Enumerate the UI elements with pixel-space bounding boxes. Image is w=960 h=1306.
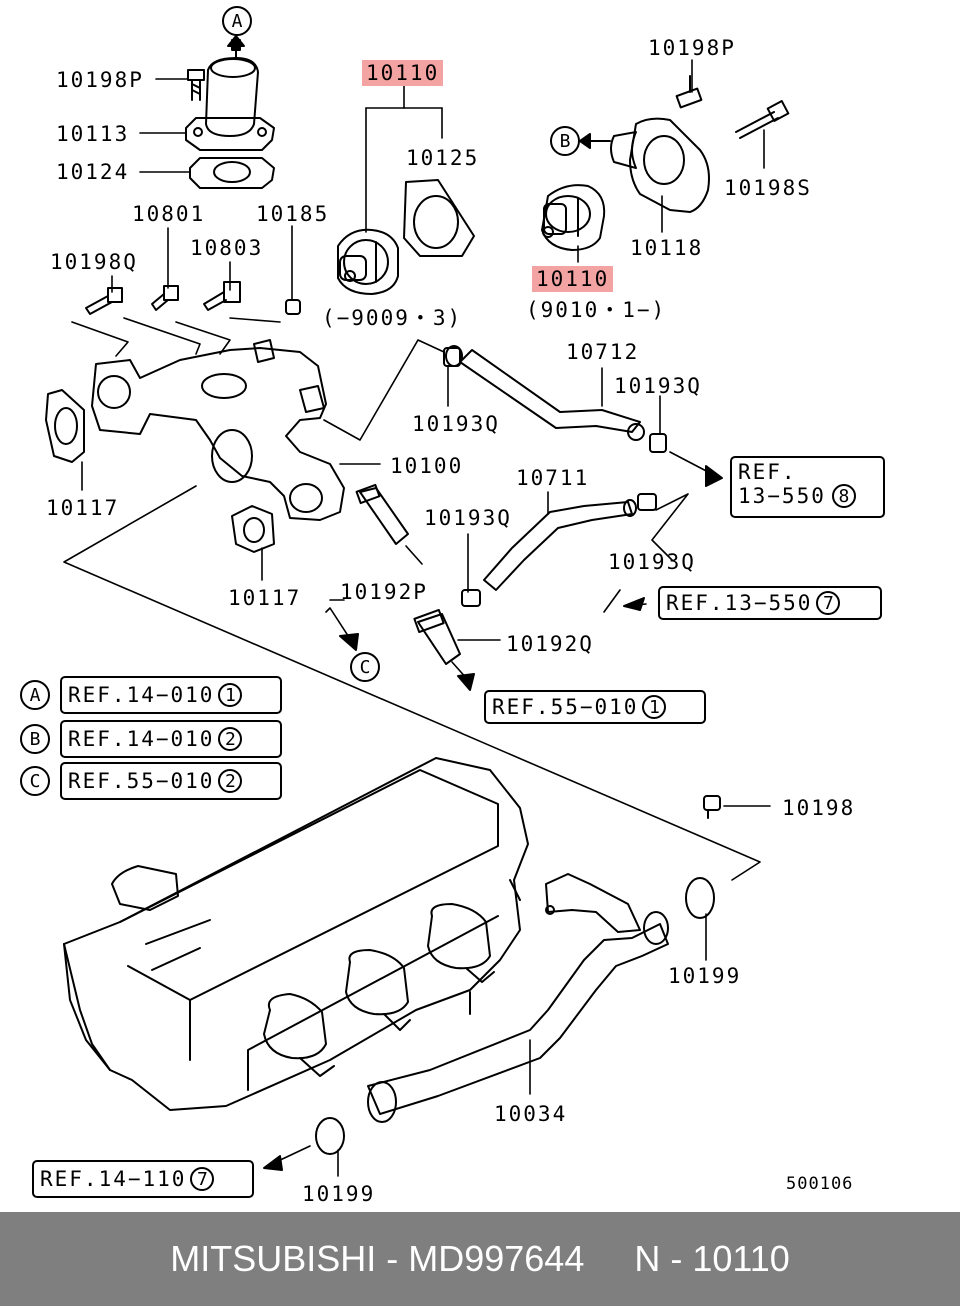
callout-C: C xyxy=(350,652,380,682)
label-10110-top: 10110 xyxy=(362,60,444,86)
cylinder-head xyxy=(63,757,529,1111)
water-manifold-10100 xyxy=(91,339,345,521)
thermostat-left xyxy=(337,228,399,295)
plug-10185 xyxy=(285,299,301,315)
callout-B: B xyxy=(550,126,580,156)
ref-55-010-1-text: REF.55−010 xyxy=(492,695,639,719)
ref-13-550-8-num: 8 xyxy=(831,484,856,508)
ref-55-010-1-num: 1 xyxy=(642,695,667,719)
ref-14-110-7: REF.14−110 7 xyxy=(32,1160,254,1198)
ref-14-110-7-num: 7 xyxy=(190,1167,215,1191)
ref-14-010-1-text: REF.14−010 xyxy=(68,683,215,707)
gasket-10117-bottom xyxy=(231,505,275,553)
label-10199-bottom: 10199 xyxy=(302,1182,376,1206)
label-10198S: 10198S xyxy=(724,176,812,200)
callout-A: A xyxy=(222,6,252,36)
ref-55-010-2-num: 2 xyxy=(218,769,243,793)
ref-14-010-1-num: 1 xyxy=(218,683,243,707)
label-10117-bottom: 10117 xyxy=(228,586,302,610)
bolt-10198P-top xyxy=(187,69,205,101)
diagram-code: 500106 xyxy=(786,1174,854,1194)
note-right-date: (9010・1−) xyxy=(526,298,667,322)
ref-55-010-2-text: REF.55−010 xyxy=(68,769,215,793)
ref-14-010-2-text: REF.14−010 xyxy=(68,727,215,751)
ref-13-550-7: REF.13−550 7 xyxy=(658,586,882,620)
label-10193Q-c: 10193Q xyxy=(424,506,512,530)
clamp-10193Q-d xyxy=(637,493,657,511)
bolt-10198Q xyxy=(85,287,123,315)
gasket-10125 xyxy=(403,179,475,257)
leader-lines xyxy=(81,59,771,1177)
fitting-10192Q xyxy=(413,608,461,665)
label-10185: 10185 xyxy=(256,202,330,226)
label-10110-right: 10110 xyxy=(532,266,614,292)
ref-13-550-7-num: 7 xyxy=(816,591,841,615)
legend-key-A: A xyxy=(20,680,50,710)
label-10712: 10712 xyxy=(566,340,640,364)
label-10198: 10198 xyxy=(782,796,856,820)
label-10034: 10034 xyxy=(494,1102,568,1126)
label-10711: 10711 xyxy=(516,466,590,490)
label-10803: 10803 xyxy=(190,236,264,260)
cylinder-head-leaders xyxy=(63,485,761,881)
oring-10199-bottom xyxy=(315,1117,345,1155)
hose-10711 xyxy=(483,499,637,591)
label-10113: 10113 xyxy=(56,122,130,146)
bolt-10198P-right xyxy=(675,75,703,109)
label-10118: 10118 xyxy=(630,236,704,260)
ref-14-010-2-num: 2 xyxy=(218,727,243,751)
label-10193Q-d: 10193Q xyxy=(608,550,696,574)
ref-13-550-8-text: REF. xyxy=(738,460,797,484)
manifold-to-hose-leader xyxy=(323,339,445,441)
label-10117-left: 10117 xyxy=(46,496,120,520)
label-10193Q-a: 10193Q xyxy=(614,374,702,398)
label-10192P: 10192P xyxy=(340,580,428,604)
footer-part-number: MITSUBISHI - MD997644 N - 10110 xyxy=(170,1238,790,1279)
label-10801: 10801 xyxy=(132,202,206,226)
gasket-10117-left xyxy=(45,389,85,463)
label-10125: 10125 xyxy=(406,146,480,170)
clamp-10193Q-c xyxy=(461,589,481,607)
legend-key-B: B xyxy=(20,724,50,754)
label-10198Q: 10198Q xyxy=(50,250,138,274)
thermostat-right xyxy=(541,184,606,251)
footer-banner: MITSUBISHI - MD997644 N - 10110 xyxy=(0,1212,960,1306)
sensor-10803 xyxy=(203,281,241,311)
label-10198P-right: 10198P xyxy=(648,36,736,60)
ref-13-550-8-text2: 13−550 xyxy=(738,484,826,508)
water-outlet-fitting xyxy=(185,35,275,151)
legend-key-C: C xyxy=(20,766,50,796)
fitting-10192P xyxy=(355,483,409,545)
ref-55-010-2: REF.55−010 2 xyxy=(60,762,282,800)
ref-14-010-1: REF.14−010 1 xyxy=(60,676,282,714)
label-10193Q-b: 10193Q xyxy=(412,412,500,436)
ref-14-010-2: REF.14−010 2 xyxy=(60,720,282,758)
label-10192Q: 10192Q xyxy=(506,632,594,656)
label-10198P-top: 10198P xyxy=(56,68,144,92)
hose-10712 xyxy=(445,345,645,441)
clamp-10193Q-b xyxy=(649,433,667,453)
note-left-date: (−9009・3) xyxy=(322,306,463,330)
ref-55-010-1: REF.55−010 1 xyxy=(484,690,706,724)
bolt-10198S xyxy=(735,100,790,139)
ref-13-550-7-text: REF.13−550 xyxy=(666,591,813,615)
label-10100: 10100 xyxy=(390,454,464,478)
thermostat-housing-10118 xyxy=(579,117,710,213)
label-10124: 10124 xyxy=(56,160,130,184)
sensor-10801 xyxy=(151,285,179,311)
water-pipe-10034 xyxy=(367,873,669,1123)
bolt-10198 xyxy=(703,795,721,819)
clamp-10193Q-a xyxy=(443,347,461,367)
label-10199-right: 10199 xyxy=(668,964,742,988)
oring-10199-right xyxy=(685,877,715,919)
parts-diagram xyxy=(45,35,790,1177)
sensor-leaders xyxy=(71,317,281,357)
gasket-10124 xyxy=(189,157,275,189)
ref-13-550-8: REF. 13−550 8 xyxy=(730,456,885,518)
ref-14-110-7-text: REF.14−110 xyxy=(40,1167,187,1191)
